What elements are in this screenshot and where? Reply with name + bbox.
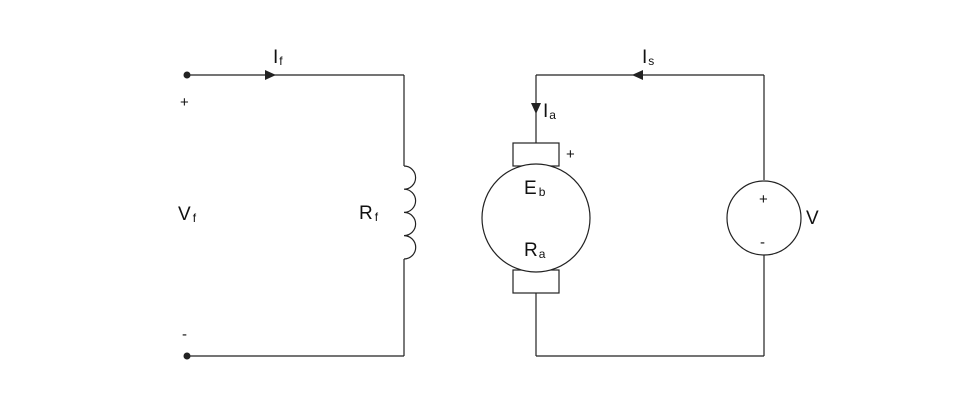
- ra-label: Ra: [524, 240, 546, 261]
- motor-armature-circle: [481, 163, 591, 273]
- source-minus-sign: -: [760, 234, 765, 251]
- is-label: Is: [642, 47, 654, 68]
- if-label: If: [273, 47, 283, 68]
- field-inductor-coil: [403, 165, 417, 260]
- is-arrow-icon: [632, 70, 643, 80]
- motor-bottom-brush: [512, 269, 560, 294]
- ia-label: Ia: [543, 101, 556, 122]
- if-arrow-icon: [265, 70, 276, 80]
- ia-arrow-icon: [531, 103, 541, 114]
- motor-top-brush: [512, 142, 560, 167]
- source-plus-sign: +: [759, 191, 768, 208]
- motor-plus-sign: +: [566, 146, 575, 163]
- vf-plus-sign: +: [180, 94, 189, 111]
- v-label: V: [806, 208, 819, 229]
- vf-minus-sign: -: [182, 326, 187, 343]
- voltage-source-circle: [726, 180, 802, 256]
